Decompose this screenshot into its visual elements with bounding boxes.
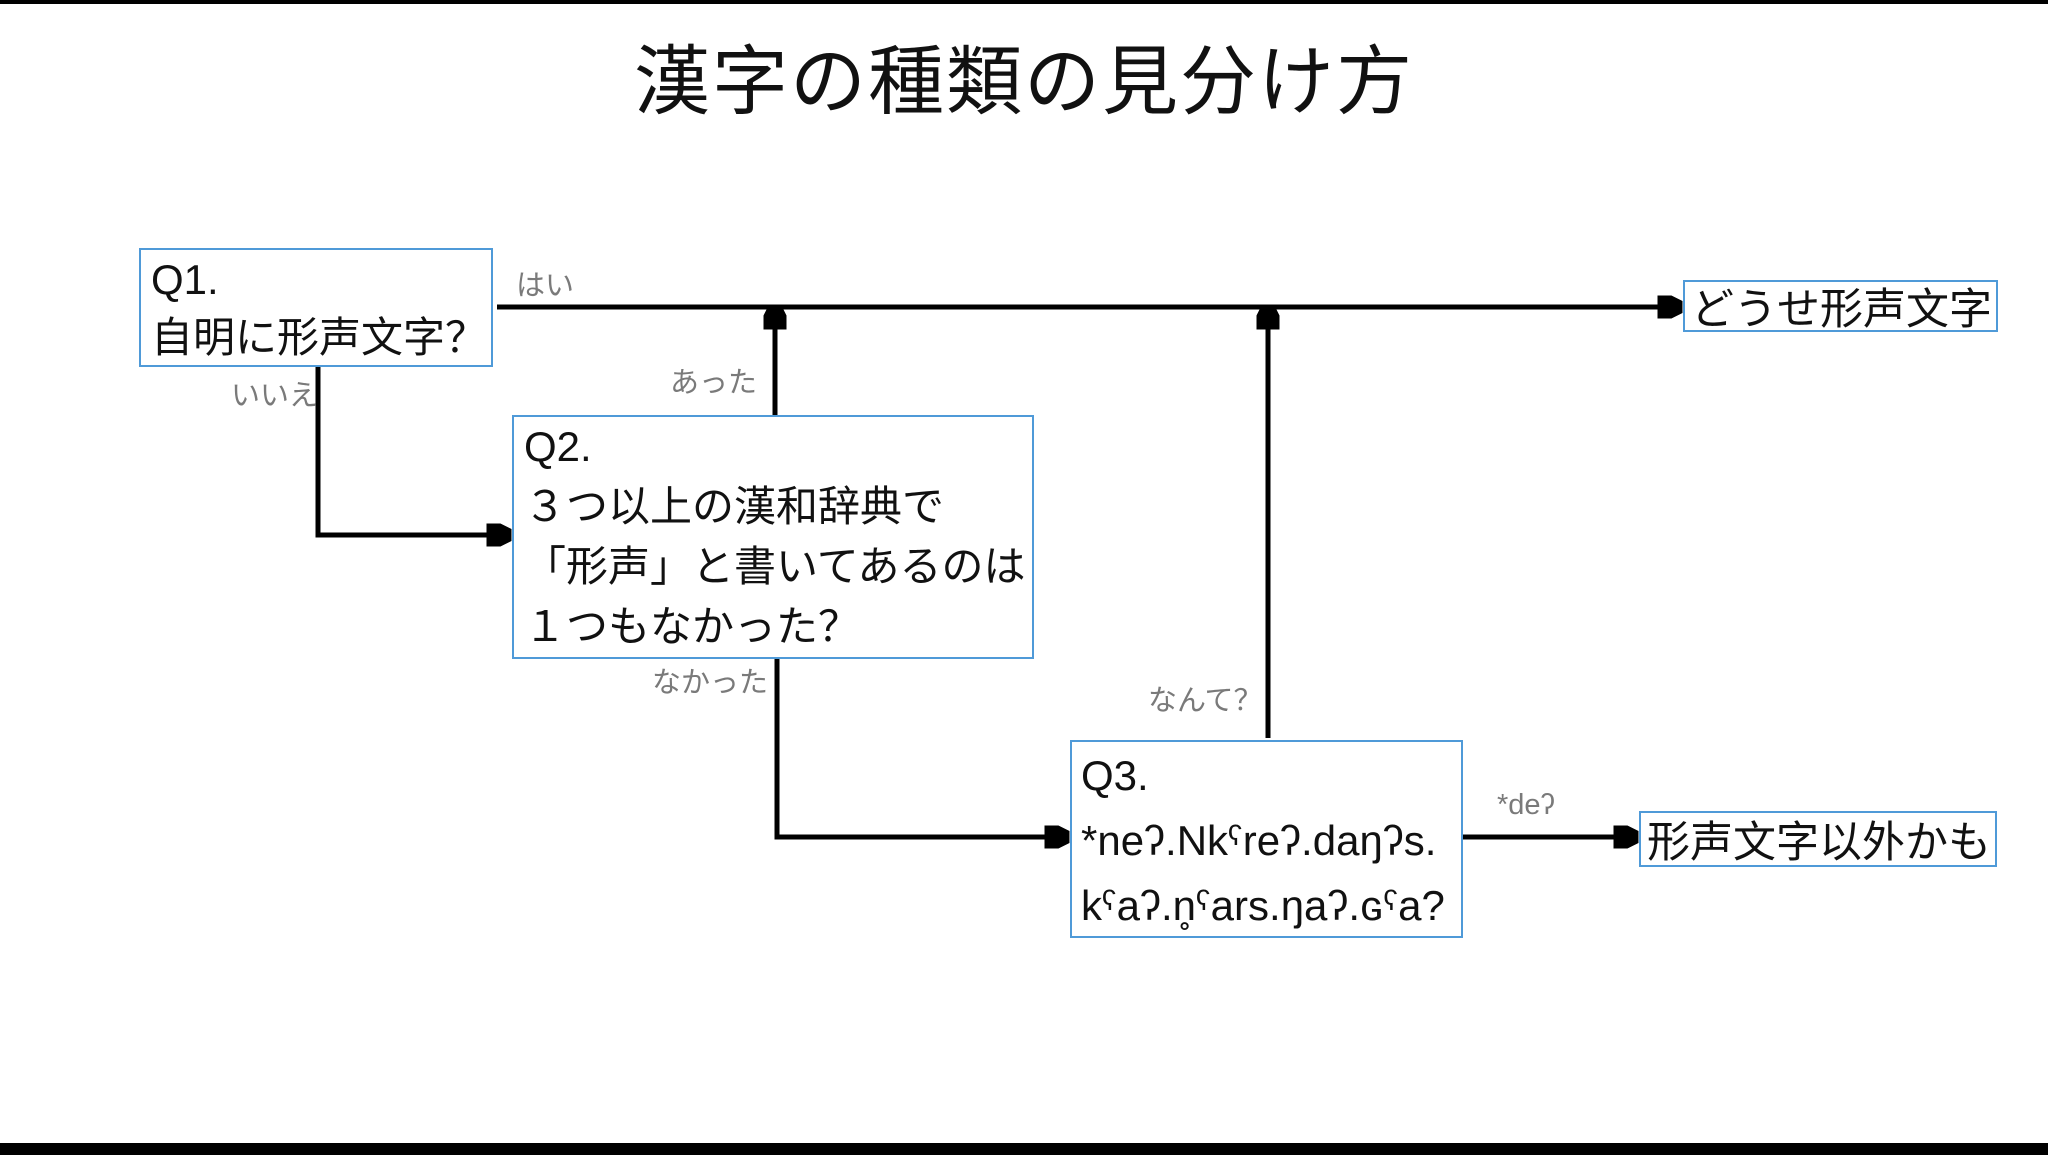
top-border-strip (0, 0, 2048, 4)
question-box-q3: Q3. *neʔ.Nkˤreʔ.daŋʔs. kˤaʔ.n̥ˤars.ŋaʔ.ɢ… (1070, 740, 1463, 938)
bottom-border-strip (0, 1143, 2048, 1155)
q3-line-3: kˤaʔ.n̥ˤars.ŋaʔ.ɢˤa? (1081, 882, 1445, 929)
question-box-q1: Q1. 自明に形声文字？ (139, 248, 493, 367)
edge-no-line (315, 367, 506, 535)
q2-line-2: ３つ以上の漢和辞典で (524, 483, 945, 530)
edge-label-not-found: なかった (652, 667, 769, 699)
q2-line-4: １つもなかった？ (524, 603, 861, 650)
edge-not-found-line (774, 659, 1064, 837)
q1-line-2: 自明に形声文字？ (151, 314, 488, 361)
result-box-not-keisei: 形声文字以外かも (1639, 811, 1997, 867)
q1-line-1: Q1. (151, 256, 219, 303)
question-box-q2: Q2. ３つ以上の漢和辞典で 「形声」と書いてあるのは １つもなかった？ (512, 415, 1034, 659)
result-not-keisei-label: 形声文字以外かも (1647, 819, 1991, 867)
edge-label-what: なんて？ (1148, 685, 1263, 717)
q3-line-1: Q3. (1081, 752, 1149, 799)
q3-line-2: *neʔ.Nkˤreʔ.daŋʔs. (1081, 817, 1437, 864)
edge-label-yes: はい (516, 270, 575, 302)
q2-line-3: 「形声」と書いてあるのは (524, 543, 1026, 590)
page-title: 漢字の種類の見分け方 (634, 40, 1414, 125)
edge-label-de: *deʔ (1497, 789, 1556, 821)
q2-line-1: Q2. (524, 423, 592, 470)
edge-label-found: あった (670, 367, 758, 399)
edge-label-no: いいえ (231, 380, 319, 412)
result-box-keisei: どうせ形声文字 (1683, 280, 1998, 334)
result-keisei-label: どうせ形声文字 (1691, 286, 1992, 334)
